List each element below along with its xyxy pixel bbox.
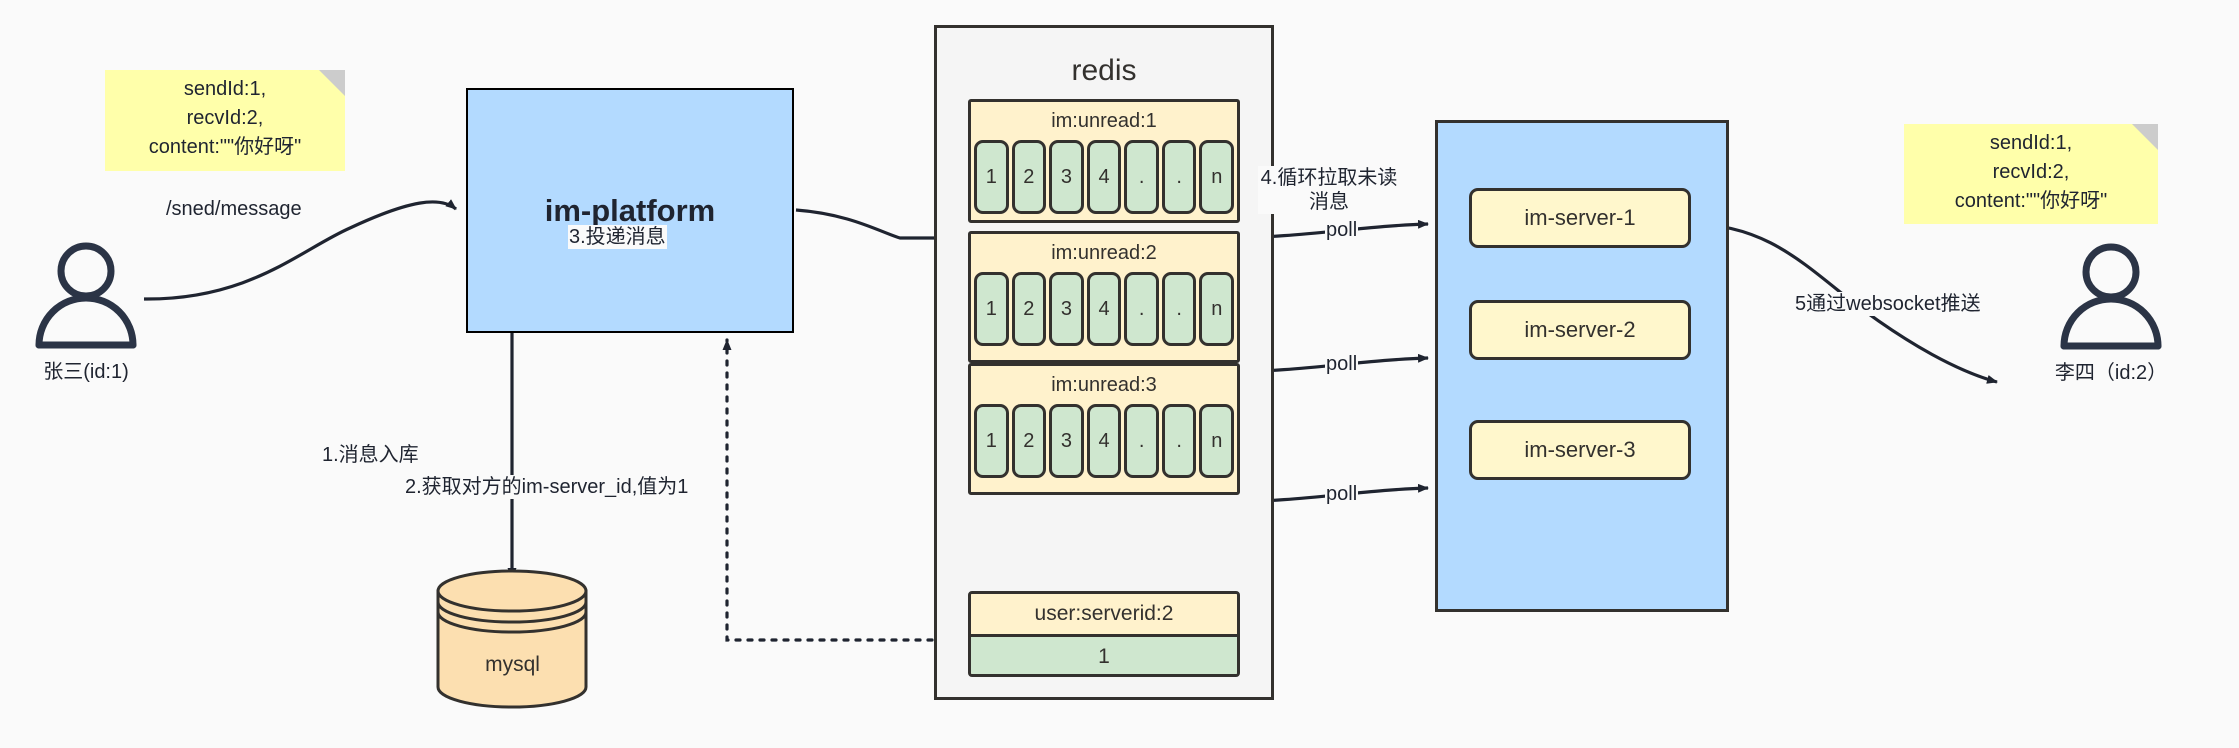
redis-title: redis — [1071, 54, 1137, 87]
actor-receiver: 李四（id:2） — [2052, 242, 2170, 384]
note-line: sendId:1, — [183, 78, 267, 100]
redis-queue-3-key: im:unread:3 — [1051, 374, 1157, 396]
edge-label-poll-3: poll — [1325, 482, 1359, 506]
redis-kv-user-serverid[interactable]: user:serverid:2 1 — [968, 591, 1240, 677]
actor-sender-label: 张三(id:1) — [43, 361, 129, 383]
queue-cell: 2 — [1011, 404, 1047, 478]
queue-cell: . — [1161, 404, 1197, 478]
queue-cell: . — [1124, 272, 1159, 346]
redis-queue-2-cells: 1 2 3 4 . . n — [971, 272, 1237, 346]
queue-cell: 3 — [1049, 272, 1084, 346]
queue-cell: n — [1199, 404, 1235, 478]
im-server-1[interactable]: im-server-1 — [1469, 188, 1691, 248]
queue-cell: . — [1124, 140, 1159, 214]
queue-cell: n — [1199, 140, 1235, 214]
queue-cell: 3 — [1049, 404, 1084, 478]
edge-label-poll-1: poll — [1325, 218, 1359, 242]
edge-step2-get-serverid — [722, 338, 970, 642]
note-fold-icon — [2132, 124, 2158, 150]
queue-cell: 2 — [1011, 140, 1047, 214]
redis-queue-1-cells: 1 2 3 4 . . n — [971, 140, 1237, 214]
im-server-3[interactable]: im-server-3 — [1469, 420, 1691, 480]
im-platform-box[interactable]: im-platform — [466, 88, 794, 333]
queue-cell: n — [1199, 272, 1235, 346]
note-line: sendId:1, — [1989, 131, 2073, 154]
note-line: recvId:2, — [1992, 160, 2070, 183]
edge-label-step5: 5通过websocket推送 — [1794, 292, 1982, 316]
edge-label-step4: 4.循环拉取未读消息 — [1258, 166, 1400, 214]
mysql-label: mysql — [485, 653, 540, 676]
note-line: content:""你好呀" — [1954, 189, 2108, 212]
redis-queue-3[interactable]: im:unread:3 1 2 3 4 . . n — [968, 363, 1240, 495]
edge-label-send-message: /sned/message — [165, 197, 303, 221]
redis-queue-3-cells: 1 2 3 4 . . n — [971, 404, 1237, 478]
note-line: content:""你好呀" — [148, 136, 302, 158]
redis-kv-key: user:serverid:2 — [971, 594, 1237, 634]
queue-cell: . — [1161, 272, 1197, 346]
note-fold-icon — [319, 70, 345, 96]
im-server-2[interactable]: im-server-2 — [1469, 300, 1691, 360]
redis-kv-value: 1 — [971, 634, 1237, 674]
queue-cell: 1 — [974, 140, 1009, 214]
user-icon — [2060, 243, 2162, 350]
edge-label-step1: 1.消息入库 — [321, 443, 420, 467]
redis-queue-2-key: im:unread:2 — [1051, 242, 1157, 264]
queue-cell: 1 — [974, 272, 1009, 346]
queue-cell: . — [1161, 140, 1197, 214]
database-cylinder-icon — [436, 569, 588, 709]
edge-label-step3: 3.投递消息 — [568, 225, 667, 249]
sticky-note-receiver-payload: sendId:1, recvId:2, content:""你好呀" — [1904, 124, 2158, 224]
actor-receiver-label: 李四（id:2） — [2054, 362, 2168, 384]
queue-cell: . — [1124, 404, 1159, 478]
user-icon — [35, 242, 137, 349]
actor-sender: 张三(id:1) — [27, 241, 145, 383]
note-line: recvId:2, — [186, 107, 264, 129]
sticky-note-sender-payload: sendId:1, recvId:2, content:""你好呀" — [105, 70, 345, 171]
redis-queue-1[interactable]: im:unread:1 1 2 3 4 . . n — [968, 99, 1240, 223]
queue-cell: 4 — [1086, 272, 1122, 346]
queue-cell: 4 — [1086, 404, 1122, 478]
edge-label-poll-2: poll — [1325, 352, 1359, 376]
edge-label-step2: 2.获取对方的im-server_id,值为1 — [404, 475, 690, 499]
redis-queue-1-key: im:unread:1 — [1051, 110, 1157, 132]
mysql-database[interactable]: mysql — [434, 569, 591, 709]
queue-cell: 3 — [1049, 140, 1084, 214]
queue-cell: 2 — [1011, 272, 1047, 346]
queue-cell: 4 — [1086, 140, 1122, 214]
queue-cell: 1 — [974, 404, 1009, 478]
redis-queue-2[interactable]: im:unread:2 1 2 3 4 . . n — [968, 231, 1240, 363]
